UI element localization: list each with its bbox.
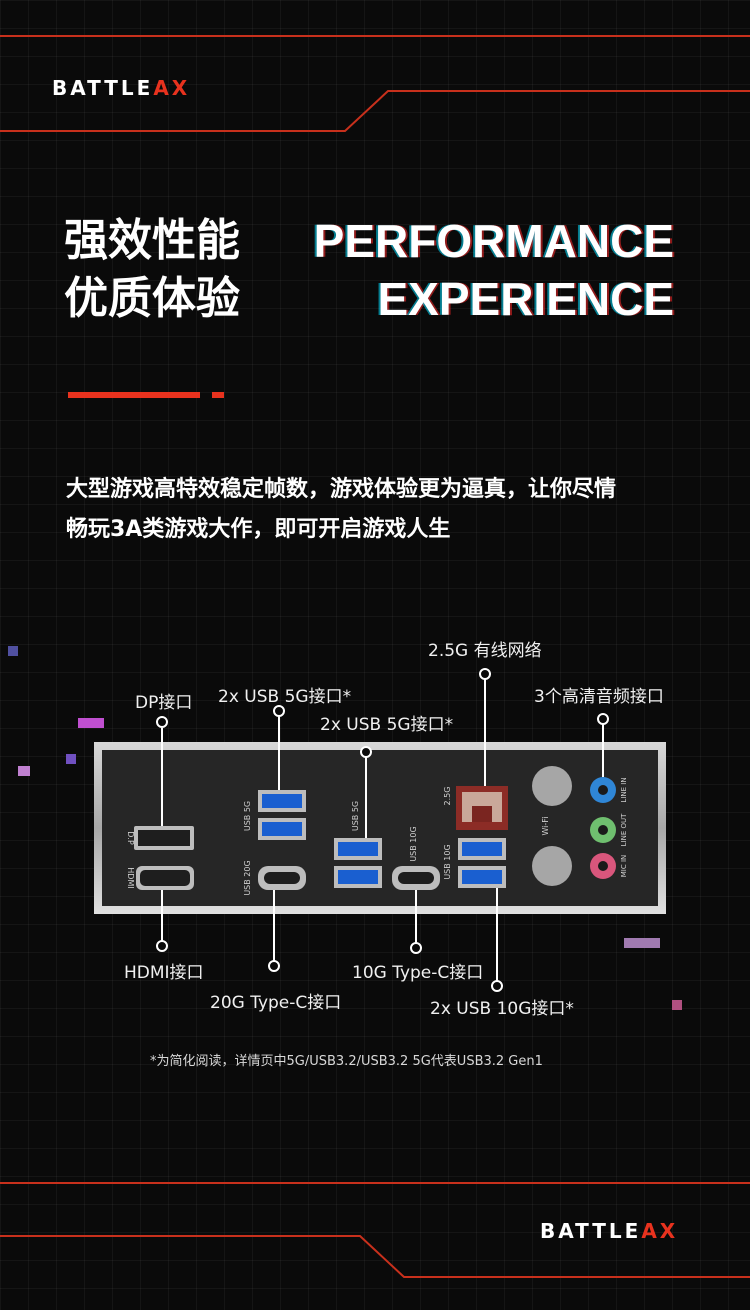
hdmi-port bbox=[136, 866, 194, 890]
usb5g-left-ports bbox=[258, 790, 306, 840]
label-dp: DP接口 bbox=[135, 693, 193, 713]
label-audio: 3个高清音频接口 bbox=[534, 687, 664, 707]
panel-label-usb20g: USB 20G bbox=[243, 860, 252, 895]
glitch-pixel bbox=[66, 754, 76, 764]
logo-text: BATTLE bbox=[52, 76, 154, 100]
panel-label-usb10g-a: USB 10G bbox=[409, 826, 418, 861]
glitch-pixel bbox=[672, 1000, 682, 1010]
panel-label-usb5g-a: USB 5G bbox=[243, 801, 252, 831]
accent-bar bbox=[68, 392, 200, 398]
heading-en-line2: EXPERIENCE bbox=[377, 273, 674, 325]
brand-logo-bottom: BATTLEAX bbox=[540, 1219, 678, 1243]
logo-accent: AX bbox=[153, 76, 191, 100]
label-usb5g-left: 2x USB 5G接口* bbox=[218, 687, 352, 707]
panel-label-hdmi: HDMI bbox=[126, 867, 135, 888]
panel-label-wifi: Wi-Fi bbox=[541, 816, 550, 835]
intro-line2: 畅玩3A类游戏大作，即可开启游戏人生 bbox=[66, 517, 451, 542]
accent-bar-dot bbox=[212, 392, 224, 398]
glitch-pixel bbox=[78, 718, 104, 728]
panel-label-line-out: LINE OUT bbox=[620, 813, 628, 846]
heading-en-line1: PERFORMANCE bbox=[313, 215, 674, 267]
dp-port bbox=[134, 826, 194, 850]
label-usb10g: 2x USB 10G接口* bbox=[430, 999, 574, 1019]
heading-cn-line2: 优质体验 bbox=[64, 273, 240, 324]
label-typec-10g: 10G Type-C接口 bbox=[352, 963, 484, 983]
panel-label-usb10g-b: USB 10G bbox=[443, 844, 452, 879]
intro-paragraph: 大型游戏高特效稳定帧数，游戏体验更为逼真，让你尽情 畅玩3A类游戏大作，即可开启… bbox=[66, 470, 696, 550]
logo-text: BATTLE bbox=[540, 1219, 642, 1243]
heading-chinese: 强效性能 优质体验 bbox=[64, 212, 240, 328]
brand-logo: BATTLEAX bbox=[52, 76, 190, 100]
heading-english: PERFORMANCE EXPERIENCE bbox=[314, 212, 674, 328]
intro-line1: 大型游戏高特效稳定帧数，游戏体验更为逼真，让你尽情 bbox=[66, 477, 617, 502]
label-lan: 2.5G 有线网络 bbox=[428, 641, 542, 661]
panel-label-line-in: LINE IN bbox=[620, 777, 628, 802]
typec-10g-port bbox=[392, 866, 440, 890]
heading-cn-line1: 强效性能 bbox=[64, 215, 240, 266]
panel-label-mic-in: MIC IN bbox=[620, 855, 628, 878]
usb5g-mid-ports bbox=[334, 838, 382, 888]
wifi-antenna-connector bbox=[532, 766, 572, 806]
wifi-antenna-connector bbox=[532, 846, 572, 886]
glitch-pixel bbox=[8, 646, 18, 656]
io-panel-diagram: D.P HDMI USB 5G USB 20G USB 5G USB 10G U… bbox=[94, 668, 666, 992]
lan-port bbox=[456, 786, 508, 830]
logo-accent: AX bbox=[641, 1219, 679, 1243]
glitch-pixel bbox=[624, 938, 660, 948]
label-usb5g-mid: 2x USB 5G接口* bbox=[320, 715, 454, 735]
usb10g-ports bbox=[458, 838, 506, 888]
audio-jacks bbox=[590, 777, 616, 879]
label-typec-20g: 20G Type-C接口 bbox=[210, 993, 342, 1013]
panel-label-dp: D.P bbox=[126, 831, 135, 845]
panel-label-usb5g-b: USB 5G bbox=[351, 801, 360, 831]
panel-label-lan: 2.5G bbox=[443, 787, 452, 806]
callout-lines bbox=[161, 678, 604, 982]
callout-dots bbox=[156, 668, 609, 992]
typec-20g-port bbox=[258, 866, 306, 890]
glitch-pixel bbox=[18, 766, 30, 776]
label-hdmi: HDMI接口 bbox=[124, 963, 204, 983]
footnote: *为简化阅读，详情页中5G/USB3.2/USB3.2 5G代表USB3.2 G… bbox=[150, 1054, 543, 1069]
